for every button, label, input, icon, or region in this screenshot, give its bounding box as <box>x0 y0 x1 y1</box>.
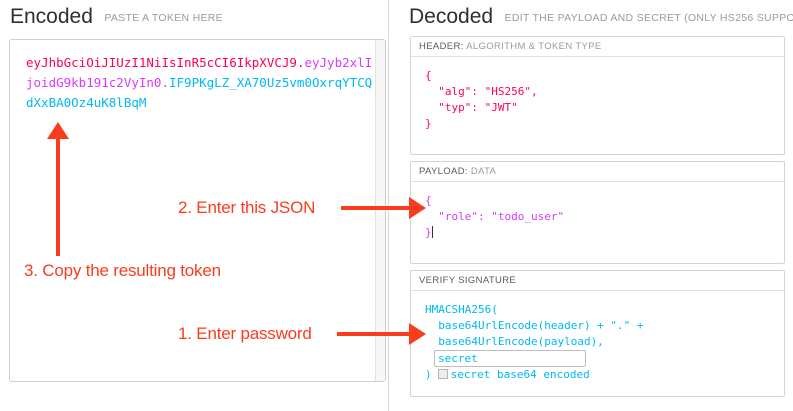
decoded-title: Decoded <box>409 5 494 28</box>
annotation-arrow-right-icon-2 <box>409 197 426 219</box>
decoded-signature-label-strong: VERIFY SIGNATURE <box>419 275 517 286</box>
decoded-signature-section: VERIFY SIGNATURE HMACSHA256( base64UrlEn… <box>410 270 785 397</box>
encoded-subtitle: PASTE A TOKEN HERE <box>104 12 223 24</box>
annotation-arrow-up-icon <box>47 122 69 139</box>
token-dot-separator-2: . <box>161 75 169 90</box>
annotation-step-2-label: 2. Enter this JSON <box>178 198 316 217</box>
signature-line-3: base64UrlEncode(payload), <box>425 335 604 348</box>
decoded-column: HEADER: ALGORITHM & TOKEN TYPE { "alg": … <box>410 36 785 403</box>
decoded-payload-body: { "role": "todo_user" } <box>425 194 565 239</box>
token-payload-segment: eyJyb2xlIjoidG9kb191c2VyIn0 <box>26 55 373 90</box>
decoded-signature-label: VERIFY SIGNATURE <box>411 271 784 291</box>
signature-line-2: base64UrlEncode(header) + "." + <box>425 319 644 332</box>
decoded-column-heading: Decoded EDIT THE PAYLOAD AND SECRET (ONL… <box>409 5 793 29</box>
token-header-segment: eyJhbGciOiJIUzI1NiIsInR5cCI6IkpXVCJ9 <box>26 55 297 70</box>
decoded-header-label-rest: ALGORITHM & TOKEN TYPE <box>463 41 602 52</box>
decoded-payload-section: PAYLOAD: DATA { "role": "todo_user" } <box>410 161 785 264</box>
decoded-payload-label: PAYLOAD: DATA <box>411 162 784 182</box>
token-dot-separator-1: . <box>296 55 305 70</box>
annotation-arrow-right-icon-1 <box>409 323 426 345</box>
text-caret <box>431 226 433 238</box>
decoded-payload-label-strong: PAYLOAD: <box>419 166 468 177</box>
token-signature-segment: IF9PKgLZ_XA70Uz5vm0OxrqYTCQdXxBA0Oz4uK8l… <box>26 75 373 110</box>
signature-line-1: HMACSHA256( <box>425 303 498 316</box>
column-divider <box>388 0 389 411</box>
annotation-line-horizontal-1 <box>337 332 414 336</box>
decoded-header-section: HEADER: ALGORITHM & TOKEN TYPE { "alg": … <box>410 36 785 155</box>
decoded-payload-editor[interactable]: { "role": "todo_user" } <box>411 182 784 263</box>
annotation-step-3-label: 3. Copy the resulting token <box>24 261 221 280</box>
secret-input[interactable] <box>434 350 586 367</box>
decoded-signature-body: HMACSHA256( base64UrlEncode(header) + ".… <box>411 291 784 396</box>
annotation-line-horizontal-2 <box>341 206 414 210</box>
annotation-step-1-label: 1. Enter password <box>178 324 312 343</box>
decoded-header-label-strong: HEADER: <box>419 41 464 52</box>
encoded-column-heading: Encoded PASTE A TOKEN HERE <box>10 5 223 29</box>
decoded-subtitle: EDIT THE PAYLOAD AND SECRET (ONLY HS256 … <box>504 12 793 24</box>
secret-base64-checkbox[interactable] <box>437 369 448 379</box>
signature-closing-paren: ) <box>425 368 432 381</box>
encoded-title: Encoded <box>10 5 93 28</box>
decoded-payload-label-rest: DATA <box>467 166 497 177</box>
encoded-token-textarea[interactable]: eyJhbGciOiJIUzI1NiIsInR5cCI6IkpXVCJ9.eyJ… <box>9 39 386 382</box>
encoded-token-text: eyJhbGciOiJIUzI1NiIsInR5cCI6IkpXVCJ9.eyJ… <box>26 53 376 113</box>
decoded-header-body[interactable]: { "alg": "HS256", "typ": "JWT" } <box>425 69 538 130</box>
decoded-header-label: HEADER: ALGORITHM & TOKEN TYPE <box>411 37 784 57</box>
secret-base64-checkbox-label: secret base64 encoded <box>450 368 590 381</box>
annotation-line-vertical <box>56 136 60 256</box>
encoded-panel-scrollbar[interactable] <box>375 40 385 381</box>
